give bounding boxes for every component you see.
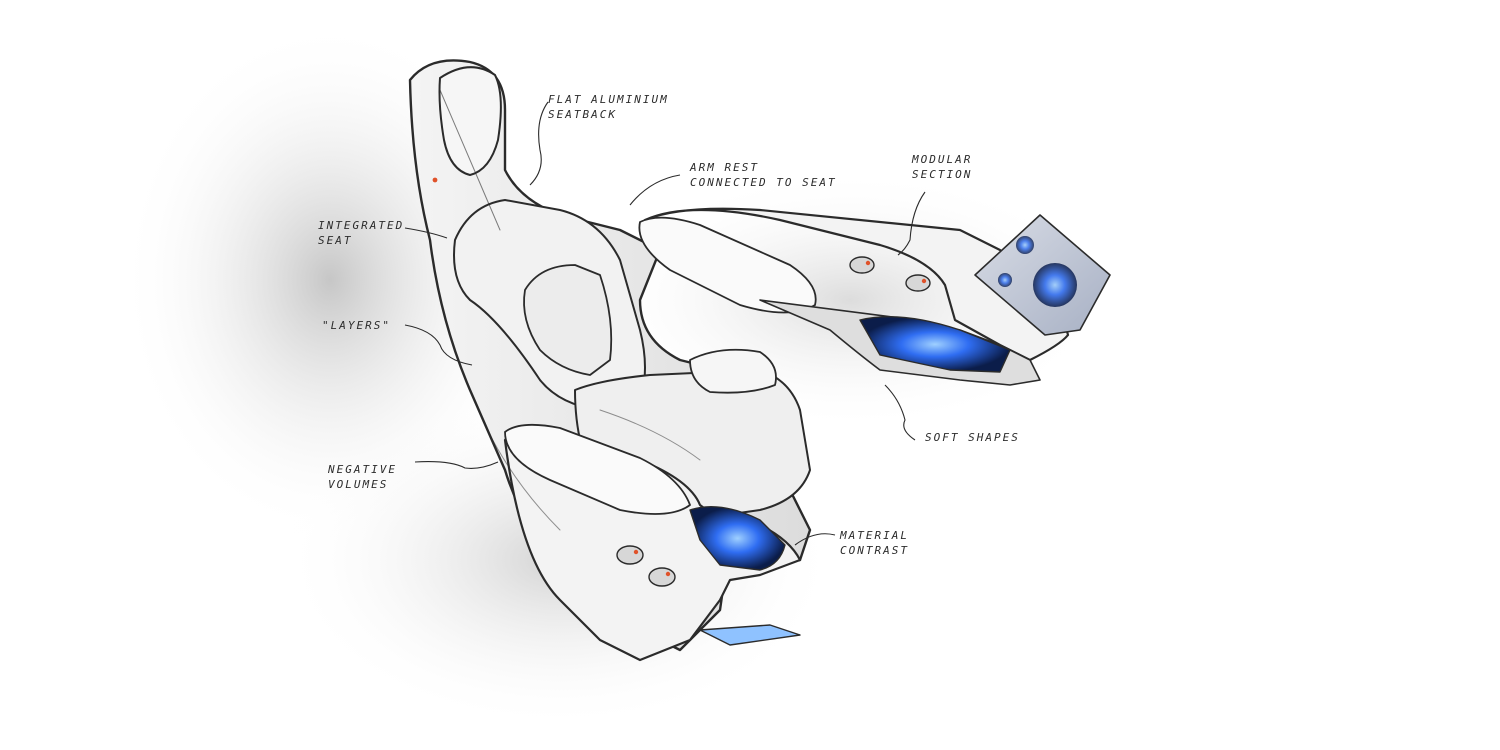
right-control-screen [859, 315, 1011, 373]
seat-drawing [408, 59, 1111, 662]
light-strip [699, 624, 801, 646]
annotation-leaders [404, 101, 926, 546]
annotation-line: MATERIAL [840, 529, 909, 542]
annotation-line: SEAT [318, 234, 353, 247]
indicator-light [865, 260, 871, 266]
annotation-soft-shapes: SOFT SHAPES [925, 430, 1020, 445]
annotation-negative: NEGATIVE VOLUMES [328, 462, 397, 492]
construction-line [439, 89, 501, 231]
annotation-line: SOFT SHAPES [925, 431, 1020, 444]
annotation-line: NEGATIVE [328, 463, 397, 476]
armrest-button [648, 567, 676, 587]
annotation-layers: "LAYERS" [322, 318, 391, 333]
annotation-line: CONNECTED TO SEAT [690, 176, 837, 189]
leader-flat-aluminium [529, 101, 549, 186]
construction-line [599, 409, 701, 461]
indicator-light [665, 571, 671, 577]
annotation-arm-rest: ARM REST CONNECTED TO SEAT [690, 160, 837, 190]
annotation-line: "LAYERS" [322, 319, 391, 332]
indicator-light [921, 278, 927, 284]
annotation-line: FLAT ALUMINIUM [548, 93, 669, 106]
annotation-line: ARM REST [690, 161, 759, 174]
annotation-line: VOLUMES [328, 478, 389, 491]
armrest-button [616, 545, 644, 565]
leader-arm-rest [629, 174, 681, 206]
modular-screen-glow [1033, 263, 1077, 307]
annotation-line: CONTRAST [840, 544, 909, 557]
left-control-screen [689, 505, 786, 571]
annotation-line: INTEGRATED [318, 219, 405, 232]
annotation-material: MATERIAL CONTRAST [840, 528, 909, 558]
indicator-light [633, 549, 639, 555]
annotation-integrated: INTEGRATED SEAT [318, 218, 404, 248]
modular-screen-glow [998, 273, 1012, 287]
annotation-flat-aluminium: FLAT ALUMINIUM SEATBACK [548, 92, 669, 122]
leader-integrated [404, 227, 448, 239]
leader-soft-shapes [884, 384, 916, 441]
armrest-button [905, 274, 931, 292]
leader-negative [414, 461, 499, 469]
annotation-line: SECTION [912, 168, 973, 181]
annotation-modular: MODULAR SECTION [912, 152, 972, 182]
armrest-left-pad [504, 423, 691, 515]
seat-accent-light [432, 177, 438, 183]
leader-material [794, 533, 836, 546]
annotation-line: MODULAR [912, 153, 973, 166]
front-bolster [689, 348, 777, 394]
construction-line [469, 389, 561, 531]
leader-modular [897, 191, 926, 256]
leader-layers [404, 324, 473, 366]
lumbar-panel [523, 264, 613, 376]
headrest [438, 66, 502, 176]
armrest-button [849, 256, 875, 274]
modular-screen-glow [1016, 236, 1034, 254]
armrest-right-pad [638, 216, 817, 314]
annotation-line: SEATBACK [548, 108, 617, 121]
